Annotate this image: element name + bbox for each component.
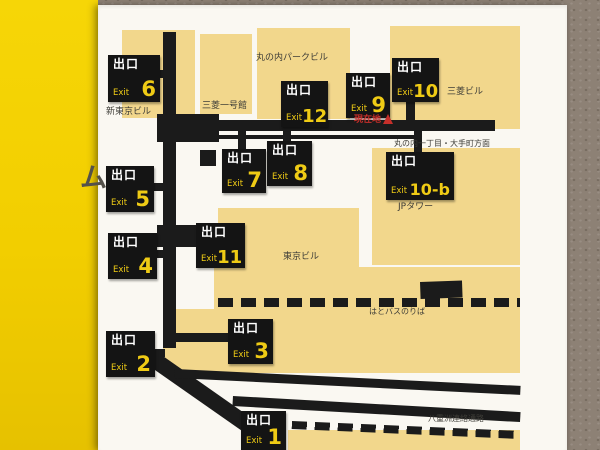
exit-number: 2 [136, 352, 151, 377]
exit-label-en: Exit [227, 179, 244, 189]
exit-label-en: Exit [233, 350, 250, 360]
exit-label-en: Exit [113, 265, 130, 275]
exit-number: 9 [371, 93, 386, 118]
label-mitsubishi-building: 三菱ビル [447, 87, 484, 97]
exit-label-en: Exit [113, 88, 130, 98]
corridor-stub-exit7 [238, 131, 246, 150]
exit-label-en: Exit [286, 113, 303, 123]
exit-number: 6 [141, 77, 156, 102]
corridor-vertical-top [163, 32, 176, 122]
label-shin-tokyo-building: 新東京ビル [106, 107, 152, 117]
exit-box-4: 出口 Exit 4 [108, 233, 157, 279]
exit-number: 5 [135, 187, 150, 212]
label-tokyo-building: 東京ビル [283, 252, 320, 262]
corridor-stub-exit10b [414, 131, 422, 153]
exit-label-jp: 出口 [246, 413, 273, 427]
exit-box-1: 出口 Exit 1 [241, 411, 286, 450]
exit-label-jp: 出口 [201, 225, 228, 239]
exit-label-jp: 出口 [351, 75, 378, 89]
exit-label-en: Exit [246, 436, 263, 446]
current-location-marker: 現在地 [354, 112, 394, 125]
exit-label-jp: 出口 [111, 168, 138, 182]
exit-label-en: Exit [111, 363, 128, 373]
exit-label-jp: 出口 [113, 57, 140, 71]
exit-label-jp: 出口 [391, 154, 418, 168]
label-jp-tower: JPタワー [398, 202, 434, 212]
dashed-bar-hato-bus [218, 298, 520, 307]
exit-number: 11 [217, 246, 243, 268]
yellow-side-strip [0, 0, 98, 450]
label-direction-marunouchi-otemachi: 丸の内一丁目・大手町方面 [394, 139, 490, 148]
exit-label-jp: 出口 [113, 235, 140, 249]
exit-label-jp: 出口 [233, 321, 260, 335]
exit-label-en: Exit [272, 172, 289, 182]
corridor-stub-exit8 [283, 131, 291, 142]
current-location-label: 現在地 [354, 115, 382, 125]
exit-label-jp: 出口 [111, 333, 138, 347]
exit-label-jp: 出口 [272, 143, 299, 157]
corridor-junction-exit11 [157, 225, 199, 247]
exit-label-jp: 出口 [397, 60, 424, 74]
exit-label-en: Exit [397, 88, 414, 98]
label-hato-bus-stop: はとバスのりば [369, 307, 425, 316]
exit-box-5: 出口 Exit 5 [106, 166, 154, 212]
building-block-ichigokan [200, 34, 252, 114]
corridor-stub-exit10 [406, 102, 415, 121]
corridor-vertical-mid [163, 131, 176, 229]
exit-box-2: 出口 Exit 2 [106, 331, 155, 377]
exit-number: 10-b [409, 180, 450, 200]
corridor-stub-exit3 [175, 333, 228, 342]
corridor-sub-horizontal [215, 135, 420, 139]
exit-box-8: 出口 Exit 8 [267, 141, 312, 186]
exit-number: 4 [138, 254, 153, 279]
stair-block-hato-bus [420, 280, 463, 299]
exit-number: 8 [293, 161, 308, 186]
exit-number: 10 [413, 80, 439, 102]
label-mitsubishi-ichigokan: 三菱一号館 [202, 101, 248, 111]
exit-box-3: 出口 Exit 3 [228, 319, 273, 364]
label-yaesu-passage: 八重洲連絡通路 [428, 414, 484, 423]
current-location-arrow-icon [383, 113, 394, 124]
corridor-stub-exit5 [152, 183, 164, 191]
exit-label-jp: 出口 [227, 151, 254, 165]
exit-label-jp: 出口 [286, 83, 313, 97]
exit-number: 12 [302, 105, 328, 127]
exit-number: 1 [267, 425, 282, 450]
exit-label-en: Exit [201, 254, 218, 264]
exit-label-en: Exit [391, 186, 408, 196]
exit-box-6: 出口 Exit 6 [108, 55, 160, 102]
label-marunouchi-park-building: 丸の内パークビル [256, 53, 329, 63]
exit-number: 7 [247, 168, 262, 193]
corridor-stub-exit4 [155, 250, 165, 258]
exit-label-en: Exit [351, 104, 368, 114]
side-strip-text: ム [80, 163, 107, 194]
stair-block-exit7 [200, 150, 216, 166]
corridor-stub-exit2 [153, 349, 165, 357]
exit-number: 3 [254, 339, 269, 364]
exit-label-en: Exit [111, 198, 128, 208]
corridor-vertical-lower [163, 247, 176, 348]
